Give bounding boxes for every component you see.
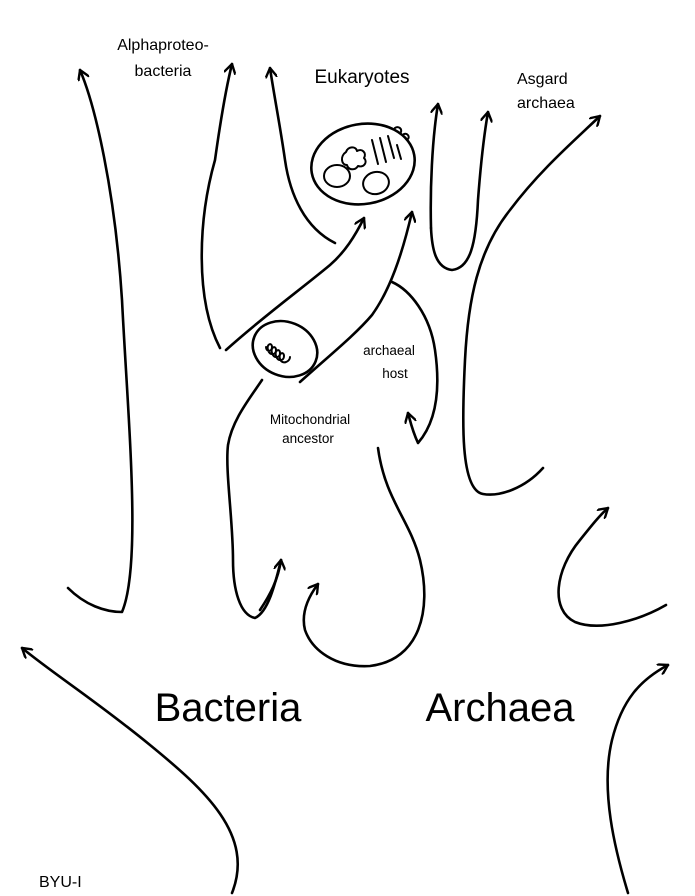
eukaryotic-cell [310, 122, 416, 206]
archaeal-host-lineage [390, 280, 439, 445]
mitochondrial-ancestor-entry-arrow [258, 558, 281, 612]
eukaryote-nucleus [341, 146, 367, 171]
archaea-side-branch [557, 506, 668, 627]
bacteria-branch-left [200, 62, 232, 350]
mitochondrion-dna-coil [265, 343, 291, 364]
mitochondrion-cell [251, 319, 319, 379]
mitochondrial-ancestor-left-outline [226, 378, 283, 620]
label-credit: BYU-I [39, 874, 82, 891]
label-archaeal-host-1: archaeal [363, 343, 415, 358]
mitochondrion-tube-lower [224, 216, 364, 352]
mitochondrion-tube-upper [298, 210, 412, 384]
label-bacteria: Bacteria [155, 686, 302, 730]
archaea-loop-lineage [302, 446, 426, 668]
eukaryote-vesicles [394, 126, 410, 140]
label-archaeal-host-2: host [382, 366, 408, 381]
archaea-branch-to-eukaryotes [429, 110, 488, 272]
label-asgard-1: Asgard [517, 71, 568, 88]
label-mitochondrial-2: ancestor [282, 431, 334, 446]
eukaryote-organelle-2 [362, 170, 390, 196]
eukaryote-organelle-1 [323, 164, 351, 188]
label-mitochondrial-1: Mitochondrial [270, 412, 350, 427]
archaea-root-branch [606, 665, 670, 895]
eukaryote-inner-branch [429, 102, 438, 230]
label-alphaproteobacteria-2: bacteria [135, 63, 192, 80]
label-eukaryotes: Eukaryotes [314, 67, 409, 88]
alphaproteobacteria-lineage [66, 68, 134, 614]
eukaryote-golgi [371, 135, 402, 165]
bacteria-root-branch [20, 646, 239, 895]
label-archaea: Archaea [426, 686, 576, 730]
eukaryote-branch [270, 66, 337, 245]
asgard-archaea-lineage [461, 114, 602, 496]
label-alphaproteobacteria-1: Alphaproteo- [117, 37, 209, 54]
label-asgard-2: archaea [517, 95, 575, 112]
